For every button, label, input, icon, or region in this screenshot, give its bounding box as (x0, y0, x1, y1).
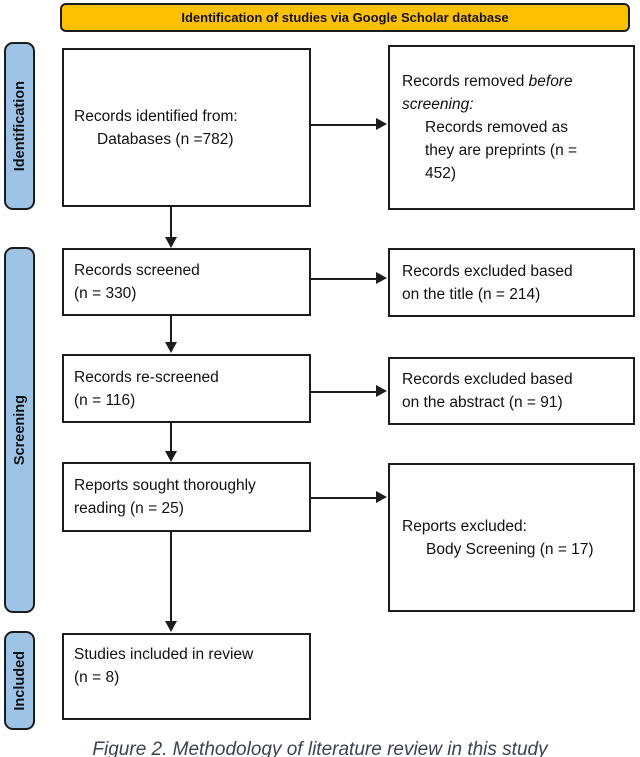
box-excluded-abstract: Records excluded based on the abstract (… (388, 357, 635, 425)
box-line: Records removed before screening: (402, 70, 621, 116)
arrow-head-icon (376, 118, 387, 130)
arrow-head-icon (165, 342, 177, 353)
stage-label-screening-text: Screening (11, 394, 28, 466)
arrow-head-icon (376, 491, 387, 503)
box-text-italic: : (469, 96, 474, 113)
box-line: Records identified from: (74, 107, 238, 125)
box-studies-included: Studies included in review (n = 8) (62, 633, 311, 720)
box-line: Records excluded based (402, 262, 573, 280)
box-line: reading (n = 25) (74, 500, 184, 517)
stage-label-included-text: Included (11, 650, 28, 711)
arrow-head-icon (376, 385, 387, 397)
arrow-line (311, 391, 377, 393)
arrow-head-icon (165, 237, 177, 248)
stage-label-identification-text: Identification (11, 80, 28, 172)
arrow-line (170, 316, 172, 343)
box-records-removed: Records removed before screening: Record… (388, 45, 635, 210)
box-line: on the abstract (n = 91) (402, 394, 563, 411)
arrow-line (311, 278, 377, 280)
box-line: Reports excluded: (402, 517, 527, 535)
arrow-line (170, 207, 172, 238)
arrow-line (170, 532, 172, 622)
stage-label-identification: Identification (4, 42, 35, 210)
box-line: (n = 330) (74, 285, 137, 302)
box-line: (n = 116) (74, 391, 136, 409)
stage-label-included: Included (4, 631, 35, 730)
box-text-normal: Records removed (402, 73, 529, 90)
box-line: Databases (n =782) (97, 130, 234, 148)
box-line: 452) (425, 165, 457, 182)
box-line: Studies included in review (74, 646, 254, 663)
arrow-line (170, 423, 172, 452)
box-line: on the title (n = 214) (402, 285, 541, 303)
box-reports-sought: Reports sought thoroughly reading (n = 2… (62, 462, 311, 532)
box-line: they are preprints (n = (425, 142, 578, 159)
banner-title: Identification of studies via Google Sch… (181, 10, 509, 25)
banner: Identification of studies via Google Sch… (60, 3, 630, 32)
box-line: Body Screening (n = 17) (426, 540, 594, 558)
box-line: (n = 8) (74, 669, 120, 686)
figure-caption: Figure 2. Methodology of literature revi… (92, 739, 548, 757)
box-line: Records excluded based (402, 371, 573, 388)
arrow-head-icon (376, 272, 387, 284)
box-excluded-title: Records excluded based on the title (n =… (388, 248, 635, 317)
box-records-rescreened: Records re-screened (n = 116) (62, 354, 311, 423)
arrow-line (311, 124, 377, 126)
box-line: Records removed as (425, 119, 569, 136)
box-records-screened: Records screened (n = 330) (62, 248, 311, 316)
box-reports-excluded: Reports excluded: Body Screening (n = 17… (388, 463, 635, 612)
arrow-line (311, 497, 377, 499)
stage-label-screening: Screening (4, 247, 35, 613)
box-line: Reports sought thoroughly (74, 477, 256, 494)
arrow-head-icon (165, 451, 177, 462)
box-text-italic: before screening (402, 73, 573, 113)
box-line: Records screened (74, 262, 200, 279)
box-records-identified: Records identified from: Databases (n =7… (62, 48, 311, 207)
box-line: Records re-screened (74, 368, 219, 386)
arrow-head-icon (165, 621, 177, 632)
